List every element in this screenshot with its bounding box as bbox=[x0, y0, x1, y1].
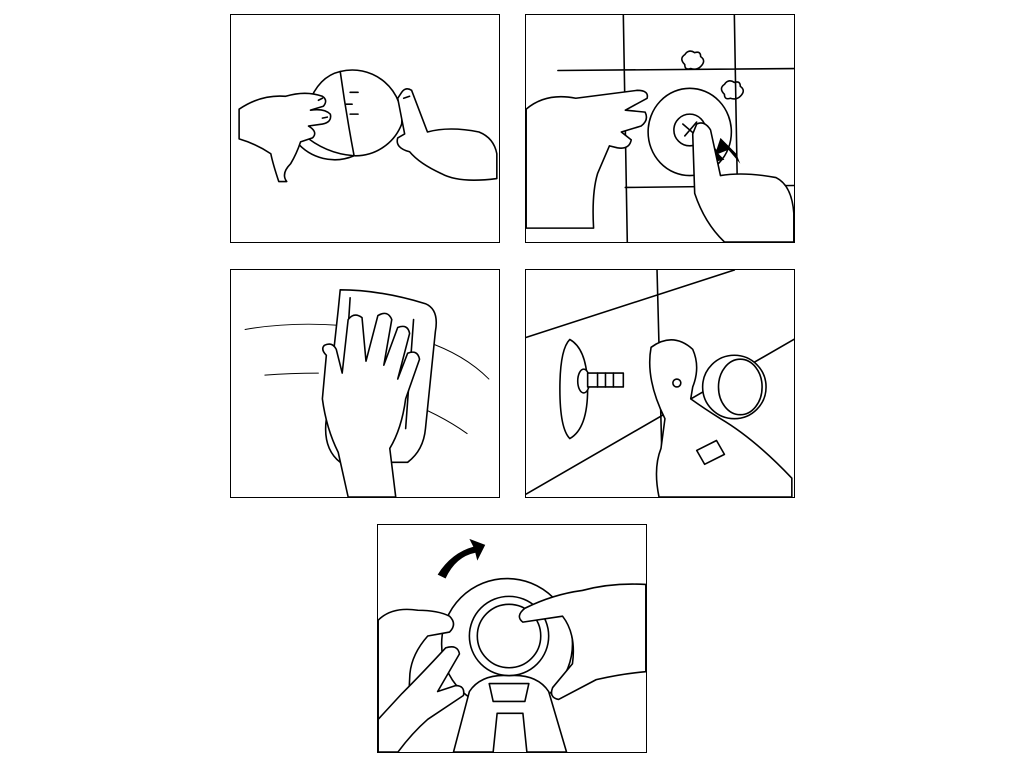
peel-liner-illustration bbox=[238, 69, 498, 183]
step-panel-turn-cap bbox=[377, 524, 647, 753]
wipe-surface-illustration bbox=[244, 289, 490, 497]
turn-cap-illustration bbox=[378, 538, 646, 752]
step-panel-press-disc bbox=[525, 14, 795, 243]
step-panel-attach-fixture bbox=[525, 269, 795, 498]
rotate-arrow-icon bbox=[437, 538, 486, 579]
press-disc-illustration bbox=[526, 15, 794, 242]
step-panel-peel-liner bbox=[230, 14, 500, 243]
step-panel-wipe-surface bbox=[230, 269, 500, 498]
attach-fixture-illustration bbox=[526, 270, 794, 497]
